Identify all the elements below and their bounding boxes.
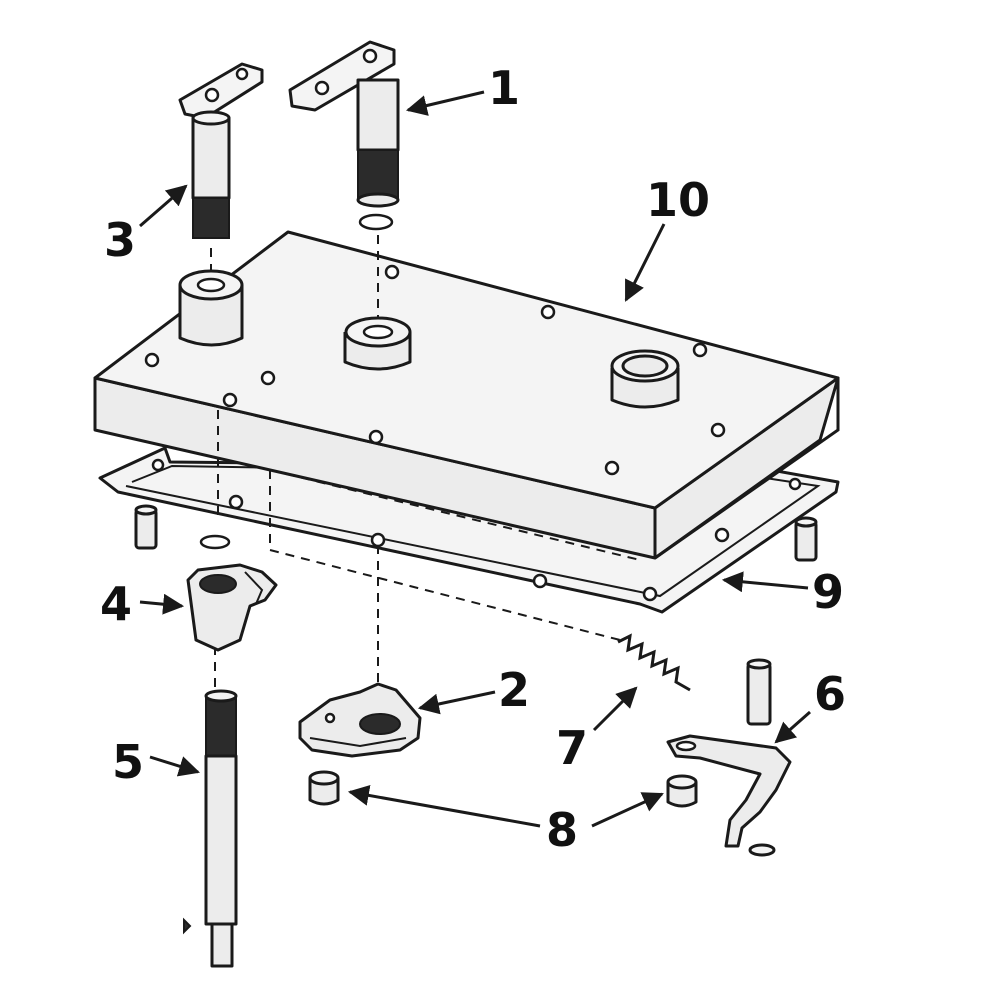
shift-shaft-part-5 [183, 689, 238, 968]
alignment-lines [210, 235, 641, 690]
detent-plate-part-2 [298, 682, 422, 758]
bushing-left-part-8 [308, 770, 340, 806]
bushing-right-part-8 [666, 774, 698, 808]
callout-8: 8 [546, 803, 578, 857]
callout-9: 9 [812, 565, 844, 619]
callout-5: 5 [112, 735, 144, 789]
lever-shaft-part-1 [288, 40, 400, 231]
callout-6: 6 [814, 667, 846, 721]
fork-pin [746, 658, 772, 726]
cover-plate-part-10 [93, 230, 840, 560]
detent-cam-part-4 [186, 563, 278, 652]
callout-4: 4 [100, 577, 132, 631]
callout-3: 3 [104, 213, 136, 267]
callout-10: 10 [646, 173, 710, 227]
spring-part-7 [617, 633, 691, 692]
dowel-pin-left [134, 504, 158, 550]
o-ring-small [199, 534, 231, 550]
callout-1: 1 [488, 61, 520, 115]
callout-numbers: 1 2 3 4 5 6 7 8 9 10 [100, 61, 846, 857]
leader-lines [139, 90, 811, 828]
dowel-pin-right [794, 516, 818, 562]
callout-7: 7 [556, 721, 588, 775]
shift-fork-part-6 [666, 734, 792, 857]
lever-shaft-part-3 [178, 62, 264, 239]
callout-2: 2 [498, 663, 530, 717]
